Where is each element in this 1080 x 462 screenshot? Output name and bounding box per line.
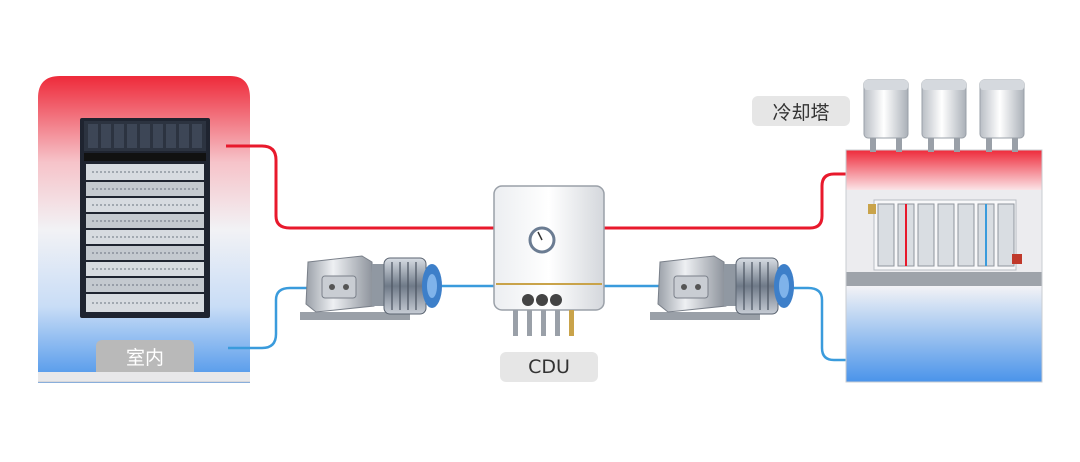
cooling-tower-fan-icon [979,79,1025,152]
cooling-tower-label: 冷却塔 [752,96,850,126]
hot-pipe-primary [226,144,495,230]
hot-pipe-secondary [604,172,850,230]
pressure-gauge-icon [528,226,556,254]
cooling-tower-fan-icon [921,79,967,152]
cdu-unit-icon [493,185,605,336]
cooling-tower-fan-icon [863,79,909,152]
cdu-label: CDU [500,352,598,382]
heat-exchanger-icon [868,199,1022,271]
cold-pipe-primary [228,284,496,350]
pump-icon [300,255,442,320]
indoor-label: 室内 [96,340,194,372]
server-rack-icon [80,118,210,318]
cold-pipe-secondary [604,284,850,362]
pump-icon [650,255,794,320]
